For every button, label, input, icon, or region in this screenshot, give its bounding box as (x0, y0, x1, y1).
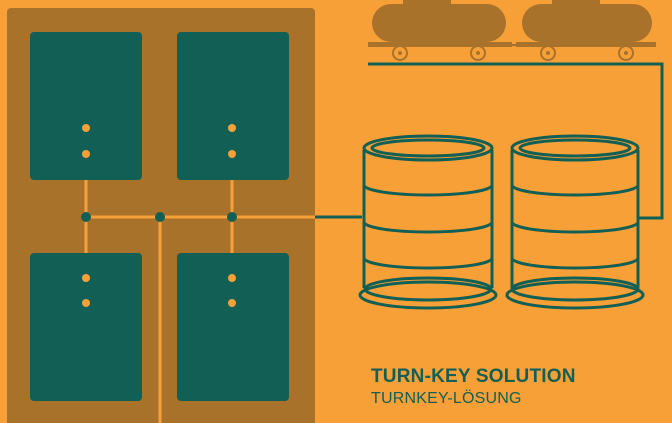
caption: TURN-KEY SOLUTION TURNKEY-LÖSUNG (371, 365, 576, 409)
caption-subtitle: TURNKEY-LÖSUNG (371, 390, 522, 407)
tank-module-icon (177, 32, 289, 180)
tank-module-icon (30, 32, 142, 180)
tank-module-icon (177, 253, 289, 401)
tank-car-icon (368, 0, 512, 61)
storage-drum-icon (358, 134, 498, 310)
tank-car-icon (516, 0, 656, 61)
pipe-junctions (81, 212, 237, 222)
external-pipes (315, 62, 664, 220)
storage-drum-icon (505, 134, 645, 310)
tank-module-icon (30, 253, 142, 401)
caption-title: TURN-KEY SOLUTION (371, 366, 576, 387)
